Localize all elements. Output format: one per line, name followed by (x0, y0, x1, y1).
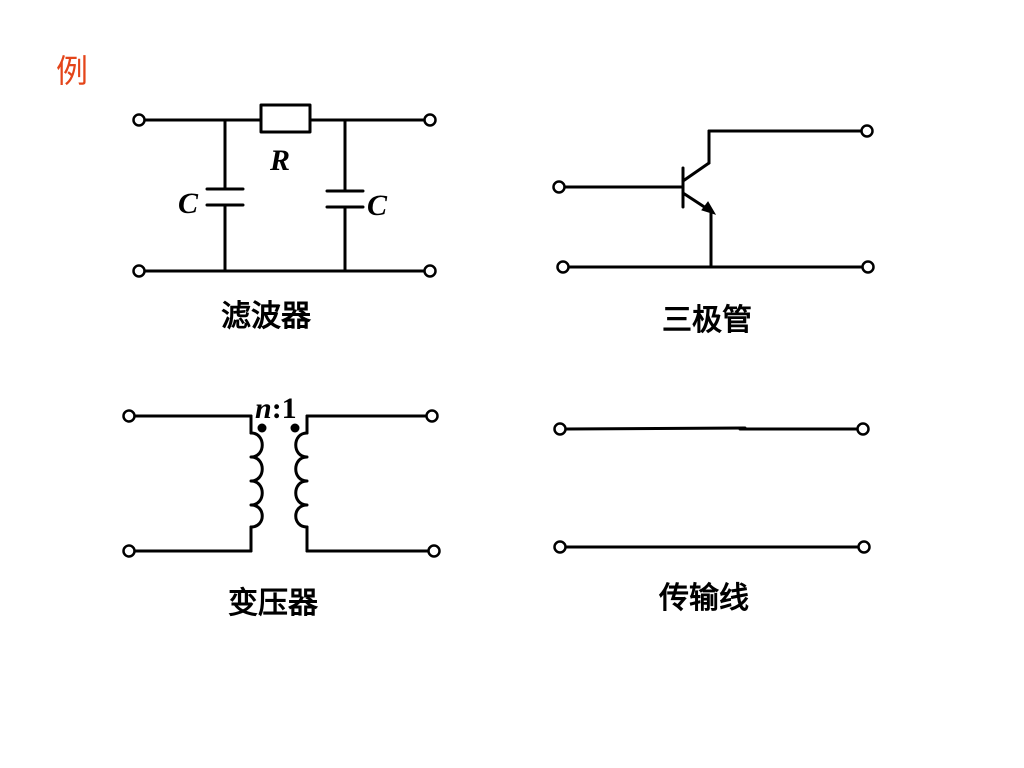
filter-terminal (423, 264, 437, 278)
line-terminal (856, 422, 870, 436)
transistor-terminal (552, 180, 566, 194)
line-terminal (553, 422, 567, 436)
polarity-dot-primary (257, 423, 267, 433)
filter-terminal (132, 113, 146, 127)
turns-ratio-label: n:1 (255, 392, 297, 425)
primary-coil (249, 431, 264, 529)
transformer-caption: 变压器 (228, 586, 319, 621)
line-terminal (553, 540, 567, 554)
line-terminal (857, 540, 871, 554)
transformer-terminal (122, 544, 136, 558)
transistor-terminal (860, 124, 874, 138)
capacitor-left-label: C (178, 187, 199, 220)
resistor-label: R (269, 144, 290, 177)
secondary-coil (294, 431, 309, 529)
transistor-caption: 三极管 (662, 303, 752, 338)
resistor-symbol (259, 103, 312, 134)
filter-terminal (423, 113, 437, 127)
filter-caption: 滤波器 (221, 299, 312, 334)
capacitor-right-label: C (367, 189, 388, 222)
transformer-terminal (425, 409, 439, 423)
emitter-arrow (701, 201, 717, 215)
transistor-diagram: 三极管 (552, 124, 875, 338)
transformer-terminal (427, 544, 441, 558)
transformer-terminal (122, 409, 136, 423)
capacitor-left-symbol (205, 118, 245, 273)
filter-terminal (132, 264, 146, 278)
transistor-terminal (861, 260, 875, 274)
transmission-line-caption: 传输线 (658, 581, 749, 616)
transformer-diagram: n:1 变压器 (122, 392, 441, 621)
polarity-dot-secondary (290, 423, 300, 433)
capacitor-right-symbol (325, 118, 365, 273)
rc-filter-diagram: R C C 滤波器 (132, 103, 437, 334)
slide-heading: 例 (56, 52, 88, 90)
transmission-line-diagram: 传输线 (553, 422, 871, 616)
transistor-terminal (556, 260, 570, 274)
